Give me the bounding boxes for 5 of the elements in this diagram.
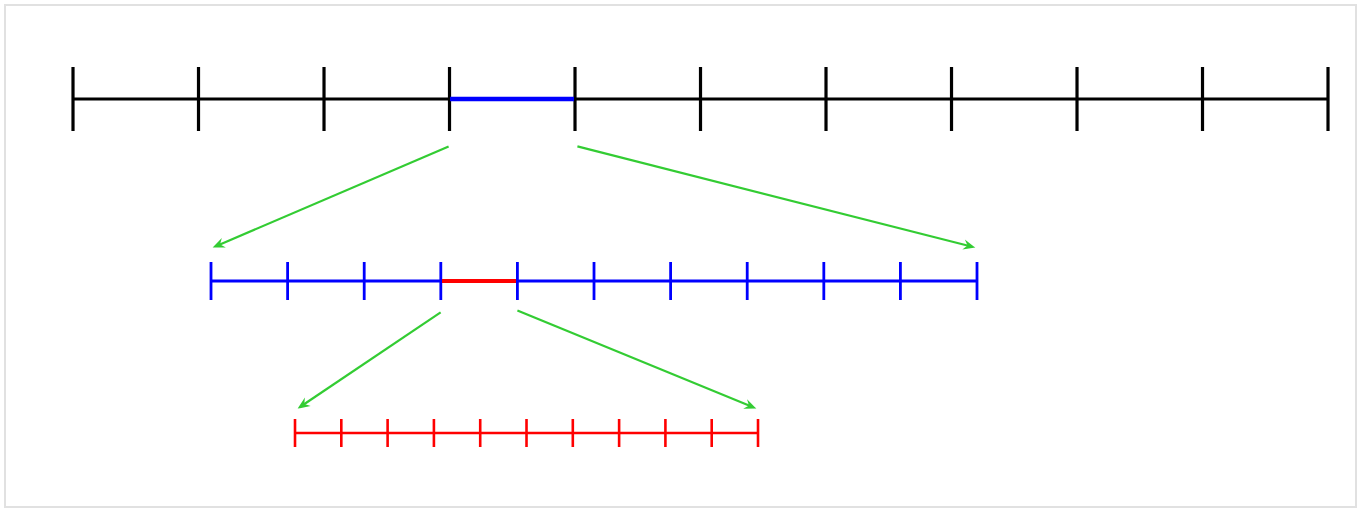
highlighted-segment (442, 279, 516, 283)
ruler (71, 67, 1330, 131)
ruler (293, 419, 760, 447)
ruler (209, 262, 979, 300)
highlighted-segment (450, 96, 574, 102)
